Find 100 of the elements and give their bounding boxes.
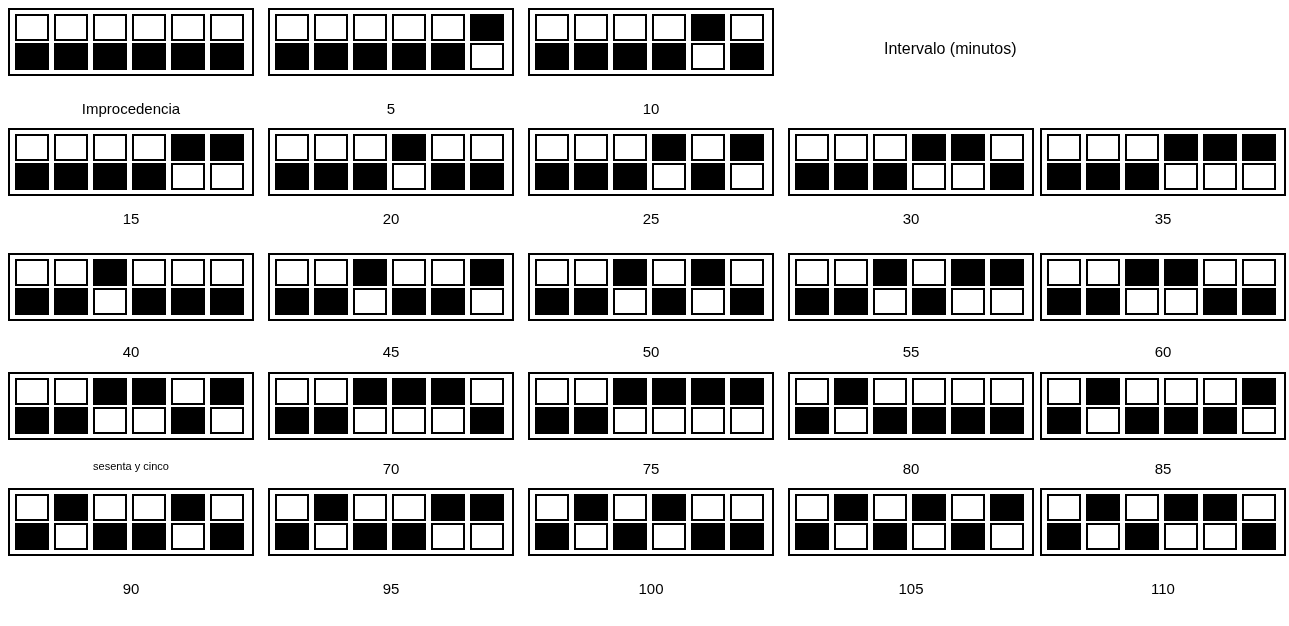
open-square xyxy=(15,259,49,286)
open-square xyxy=(275,134,309,161)
filled-square xyxy=(1125,407,1159,434)
filled-square xyxy=(431,288,465,315)
filled-square xyxy=(1164,134,1198,161)
filled-square xyxy=(990,494,1024,521)
filled-square xyxy=(873,523,907,550)
open-square xyxy=(574,134,608,161)
filled-square xyxy=(275,163,309,190)
open-square xyxy=(990,288,1024,315)
filled-square xyxy=(1203,407,1237,434)
filled-square xyxy=(210,288,244,315)
open-square xyxy=(1047,494,1081,521)
open-square xyxy=(15,134,49,161)
open-square xyxy=(392,163,426,190)
open-square xyxy=(951,288,985,315)
switch-panel xyxy=(268,372,514,440)
open-square xyxy=(834,407,868,434)
filled-square xyxy=(795,163,829,190)
open-square xyxy=(54,523,88,550)
open-square xyxy=(15,378,49,405)
filled-square xyxy=(951,407,985,434)
open-square xyxy=(314,259,348,286)
filled-square xyxy=(730,378,764,405)
value-label: 55 xyxy=(902,343,920,360)
filled-square xyxy=(652,288,686,315)
filled-square xyxy=(1164,494,1198,521)
filled-square xyxy=(54,163,88,190)
filled-square xyxy=(873,259,907,286)
filled-square xyxy=(353,378,387,405)
filled-square xyxy=(691,14,725,41)
filled-square xyxy=(535,43,569,70)
value-label: 90 xyxy=(122,580,140,597)
open-square xyxy=(314,134,348,161)
value-label: 50 xyxy=(642,343,660,360)
open-square xyxy=(990,523,1024,550)
open-square xyxy=(1047,259,1081,286)
open-square xyxy=(132,134,166,161)
filled-square xyxy=(353,163,387,190)
filled-square xyxy=(210,523,244,550)
filled-square xyxy=(730,523,764,550)
switch-panel xyxy=(8,372,254,440)
open-square xyxy=(93,14,127,41)
open-square xyxy=(795,494,829,521)
filled-square xyxy=(574,288,608,315)
open-square xyxy=(1203,163,1237,190)
open-square xyxy=(470,378,504,405)
open-square xyxy=(431,523,465,550)
filled-square xyxy=(132,288,166,315)
filled-square xyxy=(132,43,166,70)
open-square xyxy=(795,378,829,405)
open-square xyxy=(691,134,725,161)
filled-square xyxy=(1242,523,1276,550)
value-label: 40 xyxy=(122,343,140,360)
open-square xyxy=(834,259,868,286)
filled-square xyxy=(470,14,504,41)
filled-square xyxy=(314,43,348,70)
open-square xyxy=(392,14,426,41)
filled-square xyxy=(535,523,569,550)
value-label: 75 xyxy=(642,460,660,477)
open-square xyxy=(730,14,764,41)
heading-text: Intervalo (minutos) xyxy=(884,40,1017,58)
open-square xyxy=(210,14,244,41)
filled-square xyxy=(1047,288,1081,315)
open-square xyxy=(730,259,764,286)
open-square xyxy=(210,494,244,521)
filled-square xyxy=(834,163,868,190)
filled-square xyxy=(132,163,166,190)
switch-panel xyxy=(788,128,1034,196)
filled-square xyxy=(54,43,88,70)
filled-square xyxy=(171,494,205,521)
open-square xyxy=(353,14,387,41)
value-label: 35 xyxy=(1154,210,1172,227)
filled-square xyxy=(730,43,764,70)
open-square xyxy=(1086,134,1120,161)
switch-panel xyxy=(788,253,1034,321)
open-square xyxy=(535,134,569,161)
value-label: Improcedencia xyxy=(81,100,181,117)
filled-square xyxy=(1086,163,1120,190)
filled-square xyxy=(613,43,647,70)
filled-square xyxy=(93,43,127,70)
open-square xyxy=(1125,494,1159,521)
open-square xyxy=(353,494,387,521)
open-square xyxy=(1086,523,1120,550)
filled-square xyxy=(834,378,868,405)
filled-square xyxy=(795,407,829,434)
open-square xyxy=(912,259,946,286)
open-square xyxy=(54,134,88,161)
filled-square xyxy=(470,163,504,190)
filled-square xyxy=(730,288,764,315)
filled-square xyxy=(93,259,127,286)
open-square xyxy=(93,134,127,161)
switch-panel xyxy=(268,8,514,76)
filled-square xyxy=(93,378,127,405)
open-square xyxy=(1203,259,1237,286)
filled-square xyxy=(1125,259,1159,286)
open-square xyxy=(873,134,907,161)
filled-square xyxy=(574,163,608,190)
filled-square xyxy=(314,288,348,315)
open-square xyxy=(1125,134,1159,161)
